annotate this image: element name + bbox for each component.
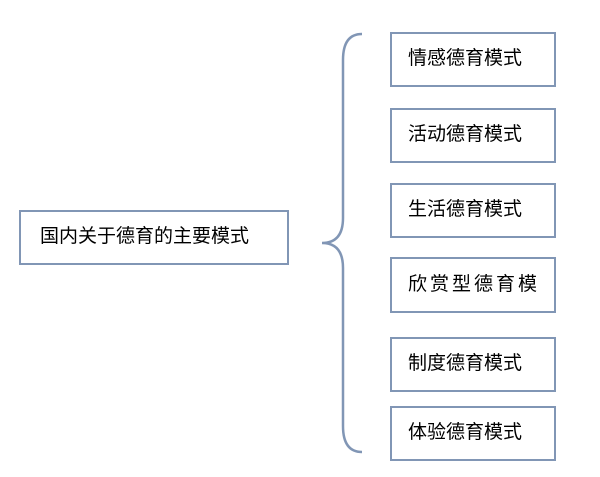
mode-label: 欣赏型德育模 <box>408 273 541 295</box>
mode-box-activity: 活动德育模式 <box>390 108 556 163</box>
curly-brace-path <box>321 32 363 454</box>
mode-box-experience: 体验德育模式 <box>390 406 556 461</box>
mode-box-institution: 制度德育模式 <box>390 337 556 392</box>
mode-label: 情感德育模式 <box>408 47 523 69</box>
mode-label: 制度德育模式 <box>408 352 523 374</box>
mode-box-appreciation: 欣赏型德育模 <box>390 257 556 313</box>
mode-box-emotional: 情感德育模式 <box>390 32 556 87</box>
mode-box-life: 生活德育模式 <box>390 183 556 238</box>
mode-label: 生活德育模式 <box>408 198 523 220</box>
root-topic-label: 国内关于德育的主要模式 <box>40 225 250 247</box>
root-topic-box: 国内关于德育的主要模式 <box>19 210 289 265</box>
mode-label: 体验德育模式 <box>408 421 523 443</box>
mode-label: 活动德育模式 <box>408 123 523 145</box>
